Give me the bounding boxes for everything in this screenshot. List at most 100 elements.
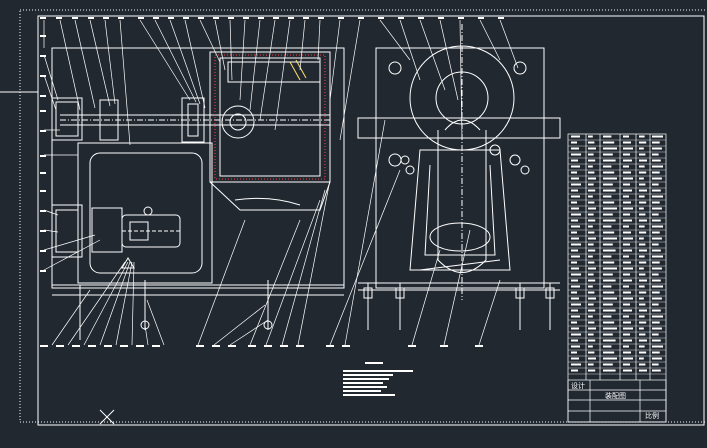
- parts-row-text: [639, 351, 647, 354]
- parts-row-text: [652, 159, 661, 162]
- parts-row-text: [588, 291, 595, 294]
- parts-row-text: [652, 261, 660, 264]
- callout-leaders-front: [43, 19, 401, 346]
- parts-row-text: [588, 267, 596, 270]
- parts-row-text: [623, 159, 632, 162]
- parts-row-text: [571, 243, 581, 246]
- parts-row-text: [652, 171, 660, 174]
- parts-row-text: [603, 231, 615, 234]
- parts-row-text: [639, 153, 646, 156]
- parts-row-text: [652, 321, 660, 324]
- parts-row-text: [623, 195, 629, 198]
- parts-row-text: [652, 291, 660, 294]
- parts-row-text: [652, 165, 663, 168]
- parts-row-text: [652, 369, 661, 372]
- parts-row-text: [639, 297, 644, 300]
- parts-row-text: [588, 237, 596, 240]
- parts-row-text: [588, 189, 596, 192]
- parts-row-text: [639, 303, 646, 306]
- parts-row-text: [639, 195, 645, 198]
- parts-row-text: [652, 237, 662, 240]
- parts-row-text: [571, 279, 578, 282]
- parts-row-text: [652, 303, 659, 306]
- parts-row-text: [652, 225, 663, 228]
- parts-row-text: [623, 363, 630, 366]
- parts-row-text: [588, 243, 594, 246]
- parts-row-text: [652, 363, 659, 366]
- parts-row-text: [652, 249, 661, 252]
- parts-row-text: [571, 201, 577, 204]
- parts-row-text: [652, 357, 662, 360]
- parts-row-text: [639, 237, 644, 240]
- parts-row-text: [623, 369, 632, 372]
- parts-row-text: [623, 189, 632, 192]
- parts-row-text: [588, 339, 596, 342]
- parts-row-text: [603, 351, 615, 354]
- parts-row-text: [603, 303, 613, 306]
- parts-row-text: [571, 159, 578, 162]
- parts-row-text: [652, 153, 659, 156]
- parts-row-text: [603, 255, 612, 258]
- parts-row-text: [571, 261, 577, 264]
- parts-row-text: [603, 243, 613, 246]
- parts-row-text: [603, 267, 617, 270]
- parts-row-text: [603, 315, 612, 318]
- parts-row-text: [623, 219, 632, 222]
- parts-row-text: [571, 273, 581, 276]
- parts-row-text: [639, 159, 647, 162]
- parts-row-text: [588, 153, 594, 156]
- parts-row-text: [652, 273, 659, 276]
- parts-row-text: [639, 147, 644, 150]
- parts-row-text: [652, 177, 662, 180]
- parts-row-text: [603, 189, 616, 192]
- parts-row-text: [571, 291, 577, 294]
- parts-row-text: [652, 141, 660, 144]
- parts-row-text: [652, 345, 663, 348]
- parts-row-text: [571, 255, 580, 258]
- parts-row-text: [588, 213, 594, 216]
- parts-row-text: [603, 195, 612, 198]
- parts-row-text: [639, 189, 647, 192]
- parts-row-text: [623, 201, 631, 204]
- parts-row-text: [571, 285, 580, 288]
- parts-row-text: [588, 165, 593, 168]
- callout-labels: [40, 17, 504, 347]
- parts-row-text: [639, 135, 645, 138]
- parts-row-text: [571, 171, 577, 174]
- parts-row-text: [603, 357, 617, 360]
- parts-row-text: [639, 225, 645, 228]
- parts-row-text: [571, 147, 579, 150]
- parts-row-text: [652, 279, 661, 282]
- parts-row-text: [639, 315, 645, 318]
- parts-row-text: [603, 327, 617, 330]
- parts-row-text: [623, 141, 631, 144]
- parts-row-text: [603, 291, 615, 294]
- parts-row-text: [588, 297, 596, 300]
- parts-row-text: [652, 213, 659, 216]
- parts-row-text: [623, 261, 631, 264]
- parts-row-text: [639, 243, 646, 246]
- parts-row-text: [623, 177, 633, 180]
- parts-row-text: [571, 303, 581, 306]
- parts-row-text: [639, 165, 645, 168]
- parts-row-text: [588, 273, 594, 276]
- parts-row-text: [623, 279, 632, 282]
- parts-row-text: [603, 309, 616, 312]
- callout-leaders-side: [379, 19, 519, 346]
- parts-row-text: [639, 219, 647, 222]
- parts-row-text: [652, 207, 662, 210]
- parts-row-text: [588, 195, 593, 198]
- parts-row-text: [623, 231, 631, 234]
- parts-row-text: [588, 315, 593, 318]
- parts-row-text: [623, 249, 632, 252]
- parts-row-text: [623, 207, 633, 210]
- parts-row-text: [639, 201, 647, 204]
- parts-row-text: [623, 297, 633, 300]
- parts-row-text: [588, 255, 593, 258]
- parts-row-text: [571, 183, 581, 186]
- parts-row-text: [603, 333, 613, 336]
- parts-row-text: [588, 285, 593, 288]
- parts-row-text: [623, 303, 630, 306]
- parts-row-text: [571, 225, 580, 228]
- parts-row-text: [603, 369, 616, 372]
